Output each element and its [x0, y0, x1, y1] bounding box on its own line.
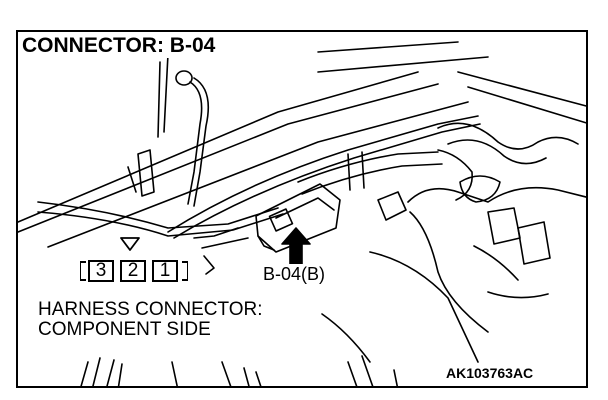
- triangle-down-icon: [120, 237, 140, 251]
- leader-line: [321, 313, 371, 363]
- pin-1: 1: [152, 260, 178, 282]
- hose-clamp: [347, 151, 365, 191]
- connector-top-edge: [275, 197, 335, 219]
- engine-upper-hoses: [437, 122, 579, 150]
- connector-latch: [268, 208, 294, 232]
- ground-strap-2: [193, 77, 210, 207]
- pin-layout: 3 2 1: [80, 258, 188, 284]
- engine-upper-hoses-2: [447, 139, 547, 165]
- pin-3: 3: [88, 260, 114, 282]
- engine-lines: [473, 245, 549, 299]
- panel-line-2: [18, 83, 439, 233]
- connector-housing-outline: [80, 261, 188, 281]
- wire-1: [37, 201, 279, 229]
- sensor-small: [377, 191, 407, 221]
- connector-lip: [257, 235, 275, 251]
- engine-top-contour: [407, 186, 586, 203]
- harness-label-line2: COMPONENT SIDE: [38, 319, 211, 340]
- panel-line-3: [47, 101, 469, 248]
- ground-strap-1: [187, 81, 203, 205]
- harness-label: HARNESS CONNECTOR: COMPONENT SIDE: [38, 300, 266, 340]
- engine-block-2: [517, 221, 551, 265]
- pillar-lines: [157, 53, 169, 138]
- hatch-left: [80, 357, 123, 386]
- panel-line-1: [18, 71, 419, 223]
- fender-curve: [369, 251, 479, 363]
- engine-block-1: [487, 207, 521, 245]
- hose-bend: [437, 149, 473, 201]
- hatch-mid: [171, 361, 262, 386]
- figure-code: AK103763AC: [444, 365, 536, 381]
- pin-2: 2: [120, 260, 146, 282]
- connector-label: B-04(B): [262, 264, 327, 285]
- wire-2: [37, 211, 284, 237]
- right-rail: [457, 71, 586, 124]
- connector-wires: [193, 227, 249, 249]
- diagram-frame: CONNECTOR: B-04 3 2 1 B-04(B) HARNESS CO…: [16, 30, 588, 388]
- diagram-title: CONNECTOR: B-04: [22, 34, 218, 58]
- bracket: [137, 149, 155, 197]
- bracket-brace: [127, 166, 137, 193]
- hose-lower: [301, 163, 443, 195]
- hose-upper: [297, 151, 439, 183]
- engine-left-contour: [409, 211, 489, 333]
- leader-to-pins: [203, 255, 215, 275]
- top-panel-lines: [317, 41, 489, 73]
- wire-4: [173, 123, 481, 239]
- harness-label-line1: HARNESS CONNECTOR:: [38, 299, 263, 320]
- hatch-right: [347, 355, 399, 386]
- cylinder-cap: [459, 175, 501, 203]
- wire-3: [167, 115, 479, 233]
- ring-terminal: [175, 70, 193, 86]
- engine-bay-drawing: [18, 41, 586, 386]
